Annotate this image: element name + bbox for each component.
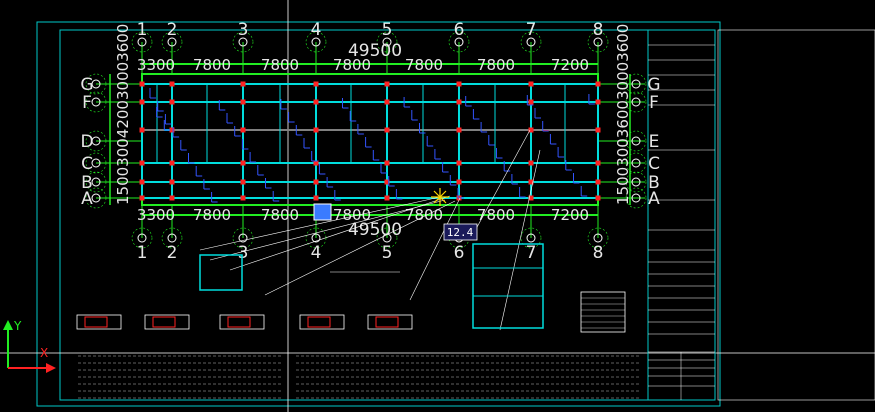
svg-text:3300: 3300	[137, 56, 175, 74]
svg-text:3300: 3300	[137, 206, 175, 224]
svg-text:12.4: 12.4	[447, 226, 474, 239]
svg-text:F: F	[82, 93, 92, 113]
rebar-annotations	[149, 88, 595, 203]
total-dimension-bottom: 49500	[348, 220, 402, 240]
svg-text:7200: 7200	[551, 206, 589, 224]
column-markers	[139, 81, 601, 201]
svg-text:B: B	[81, 173, 93, 193]
dimension-string-bottom: 3300 7800 7800 7800 7800 7800 7200	[137, 206, 589, 224]
svg-text:1: 1	[137, 20, 148, 40]
svg-text:7800: 7800	[333, 56, 371, 74]
ucs-y-label: Y	[13, 319, 22, 333]
svg-text:5: 5	[382, 243, 393, 263]
svg-text:A: A	[648, 189, 660, 209]
ucs-x-label: X	[40, 346, 48, 360]
svg-text:E: E	[649, 132, 660, 152]
svg-text:D: D	[80, 132, 93, 152]
svg-text:G: G	[647, 75, 660, 95]
svg-text:7800: 7800	[193, 56, 231, 74]
dimension-vertical-right: 1500300360030003600	[614, 24, 632, 205]
coordinate-tooltip: 12.4	[443, 223, 478, 241]
svg-text:2: 2	[167, 243, 178, 263]
svg-text:7800: 7800	[261, 206, 299, 224]
svg-text:3: 3	[238, 20, 249, 40]
svg-text:4: 4	[311, 243, 322, 263]
ucs-icon: Y X	[3, 319, 56, 373]
svg-text:F: F	[649, 93, 659, 113]
svg-text:7800: 7800	[477, 56, 515, 74]
svg-text:7800: 7800	[477, 206, 515, 224]
total-dimension-top: 49500	[348, 41, 402, 61]
svg-text:7800: 7800	[193, 206, 231, 224]
sheet-outer-frame	[36, 21, 721, 407]
leader-lines	[199, 129, 541, 331]
svg-text:3: 3	[238, 243, 249, 263]
svg-text:7800: 7800	[405, 56, 443, 74]
svg-text:C: C	[81, 154, 93, 174]
svg-text:C: C	[648, 154, 660, 174]
structural-grid	[96, 42, 645, 238]
svg-text:2: 2	[167, 20, 178, 40]
dimension-vertical-left: 1500300420030003600	[114, 24, 132, 205]
svg-text:B: B	[648, 173, 660, 193]
svg-text:7200: 7200	[551, 56, 589, 74]
snap-marker-icon	[431, 188, 449, 206]
svg-text:6: 6	[454, 243, 465, 263]
title-block	[647, 29, 875, 401]
selection-grip[interactable]	[313, 203, 332, 221]
svg-text:G: G	[80, 75, 93, 95]
svg-text:6: 6	[454, 20, 465, 40]
svg-text:7800: 7800	[333, 206, 371, 224]
svg-text:5: 5	[382, 20, 393, 40]
svg-text:7: 7	[526, 243, 537, 263]
svg-text:7: 7	[526, 20, 537, 40]
svg-text:7800: 7800	[405, 206, 443, 224]
svg-text:8: 8	[593, 20, 604, 40]
svg-text:4: 4	[311, 20, 322, 40]
svg-text:8: 8	[593, 243, 604, 263]
section-details	[76, 243, 640, 399]
svg-text:A: A	[81, 189, 93, 209]
svg-text:1: 1	[137, 243, 148, 263]
dimension-string-top: 3300 7800 7800 7800 7800 7800 7200	[137, 56, 589, 74]
svg-text:7800: 7800	[261, 56, 299, 74]
